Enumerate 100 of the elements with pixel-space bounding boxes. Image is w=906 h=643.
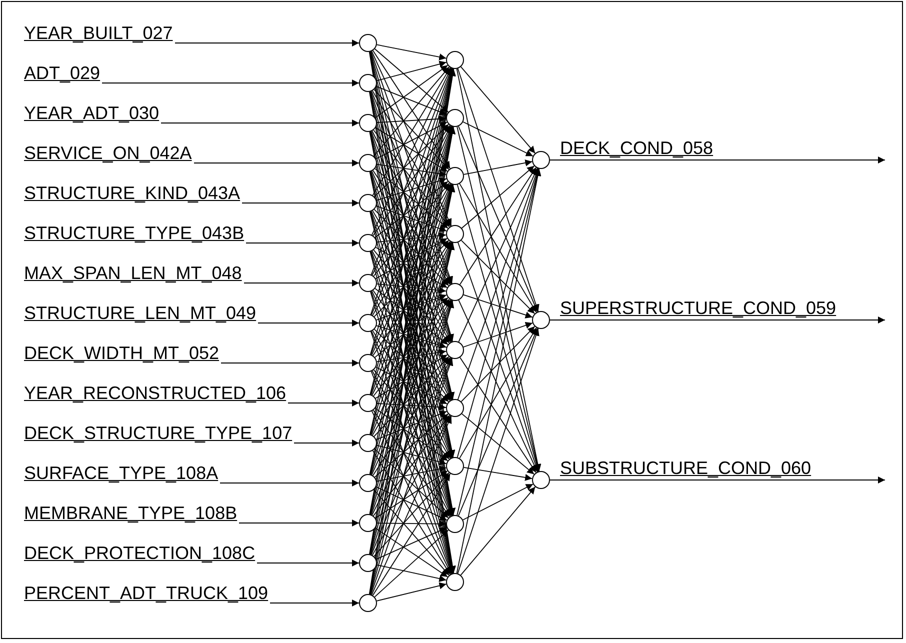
input-label: STRUCTURE_TYPE_043B xyxy=(24,223,244,243)
arrow xyxy=(463,322,533,348)
input-label: PERCENT_ADT_TRUCK_109 xyxy=(24,583,268,603)
arrow xyxy=(458,300,538,472)
arrow xyxy=(463,466,533,481)
arrow xyxy=(374,413,449,478)
arrow xyxy=(376,403,446,411)
arrow xyxy=(374,328,450,402)
arrow xyxy=(376,60,447,82)
arrow xyxy=(376,410,448,440)
arrow xyxy=(376,582,447,602)
arrow xyxy=(374,124,450,198)
arrow xyxy=(374,297,448,358)
edge-label: SUPERSTRUCTURE_COND_059 xyxy=(560,298,836,318)
neuron-circle xyxy=(359,154,377,172)
arrow xyxy=(372,330,451,459)
arrow xyxy=(372,170,450,285)
arrow xyxy=(373,369,450,460)
arrow xyxy=(376,122,448,160)
input-label: STRUCTURE_LEN_MT_049 xyxy=(24,303,256,323)
arrow xyxy=(375,354,448,399)
input-label: DECK_PROTECTION_108C xyxy=(24,543,256,563)
arrow xyxy=(270,600,360,606)
arrow xyxy=(460,66,536,154)
neuron-circle xyxy=(359,514,377,532)
arrow xyxy=(376,177,447,201)
arrow xyxy=(376,294,447,320)
neuron-circle xyxy=(359,594,377,612)
arrow xyxy=(242,200,360,206)
neuron-circle xyxy=(532,471,550,489)
neuron-circle xyxy=(359,114,377,132)
arrow xyxy=(374,472,450,557)
arrow xyxy=(372,299,451,436)
arrow xyxy=(220,360,360,366)
neuron-circle xyxy=(359,314,377,332)
neuron-circle xyxy=(532,311,550,329)
neuron-circle xyxy=(446,109,464,127)
arrow xyxy=(460,326,536,402)
edge-label: SUBSTRUCTURE_COND_060 xyxy=(560,458,812,478)
input-label: YEAR_BUILT_027 xyxy=(24,23,173,43)
neuron-circle xyxy=(359,434,377,452)
neuron-circle xyxy=(532,151,550,169)
arrow xyxy=(550,316,886,324)
arrow xyxy=(376,520,446,528)
arrow xyxy=(460,357,536,473)
arrow xyxy=(376,164,447,178)
neuron-circle xyxy=(359,554,377,572)
arrow xyxy=(374,240,450,318)
arrow xyxy=(372,473,451,596)
arrow xyxy=(374,528,448,578)
arrow xyxy=(462,121,534,157)
neuron-circle xyxy=(446,283,464,301)
arrow xyxy=(372,357,451,476)
arrow xyxy=(459,183,537,313)
neuron-circle xyxy=(359,394,377,412)
arrow xyxy=(374,64,448,118)
arrow xyxy=(374,208,450,286)
arrow xyxy=(238,520,360,526)
arrow xyxy=(374,448,449,518)
input-label: DECK_STRUCTURE_TYPE_107 xyxy=(24,423,292,443)
arrow xyxy=(376,348,447,362)
arrow xyxy=(194,160,360,166)
arrow xyxy=(461,165,535,229)
arrow xyxy=(376,564,447,582)
arrow xyxy=(374,181,448,238)
neuron-circle xyxy=(359,274,377,292)
arrow xyxy=(256,560,360,566)
input-label: DECK_WIDTH_MT_052 xyxy=(24,343,220,363)
arrow xyxy=(372,450,451,575)
arrow xyxy=(463,159,533,175)
arrow xyxy=(550,476,886,484)
arrow xyxy=(372,67,451,196)
arrow xyxy=(376,366,448,404)
input-label: SERVICE_ON_042A xyxy=(24,143,192,163)
arrow xyxy=(550,156,886,164)
arrow xyxy=(374,408,448,462)
input-label: MEMBRANE_TYPE_108B xyxy=(24,503,238,523)
arrow xyxy=(459,167,537,285)
arrow xyxy=(460,486,536,576)
arrow xyxy=(371,90,452,284)
arrow xyxy=(457,328,540,574)
neuron-circle xyxy=(446,167,464,185)
neuron-circle xyxy=(446,51,464,69)
arrow xyxy=(373,250,450,344)
arrow xyxy=(458,242,539,472)
arrow xyxy=(376,206,447,232)
arrow xyxy=(246,240,360,246)
input-label: YEAR_RECONSTRUCTED_106 xyxy=(24,383,286,403)
arrow xyxy=(371,126,452,316)
arrow xyxy=(373,66,450,157)
arrow xyxy=(376,44,447,60)
arrow xyxy=(463,294,533,318)
arrow xyxy=(374,48,449,113)
arrow xyxy=(374,89,450,170)
neuron-circle xyxy=(359,194,377,212)
arrow xyxy=(456,168,542,574)
arrow xyxy=(376,466,447,482)
neuron-circle xyxy=(359,354,377,372)
neuron-circle xyxy=(446,515,464,533)
arrow xyxy=(460,240,536,314)
